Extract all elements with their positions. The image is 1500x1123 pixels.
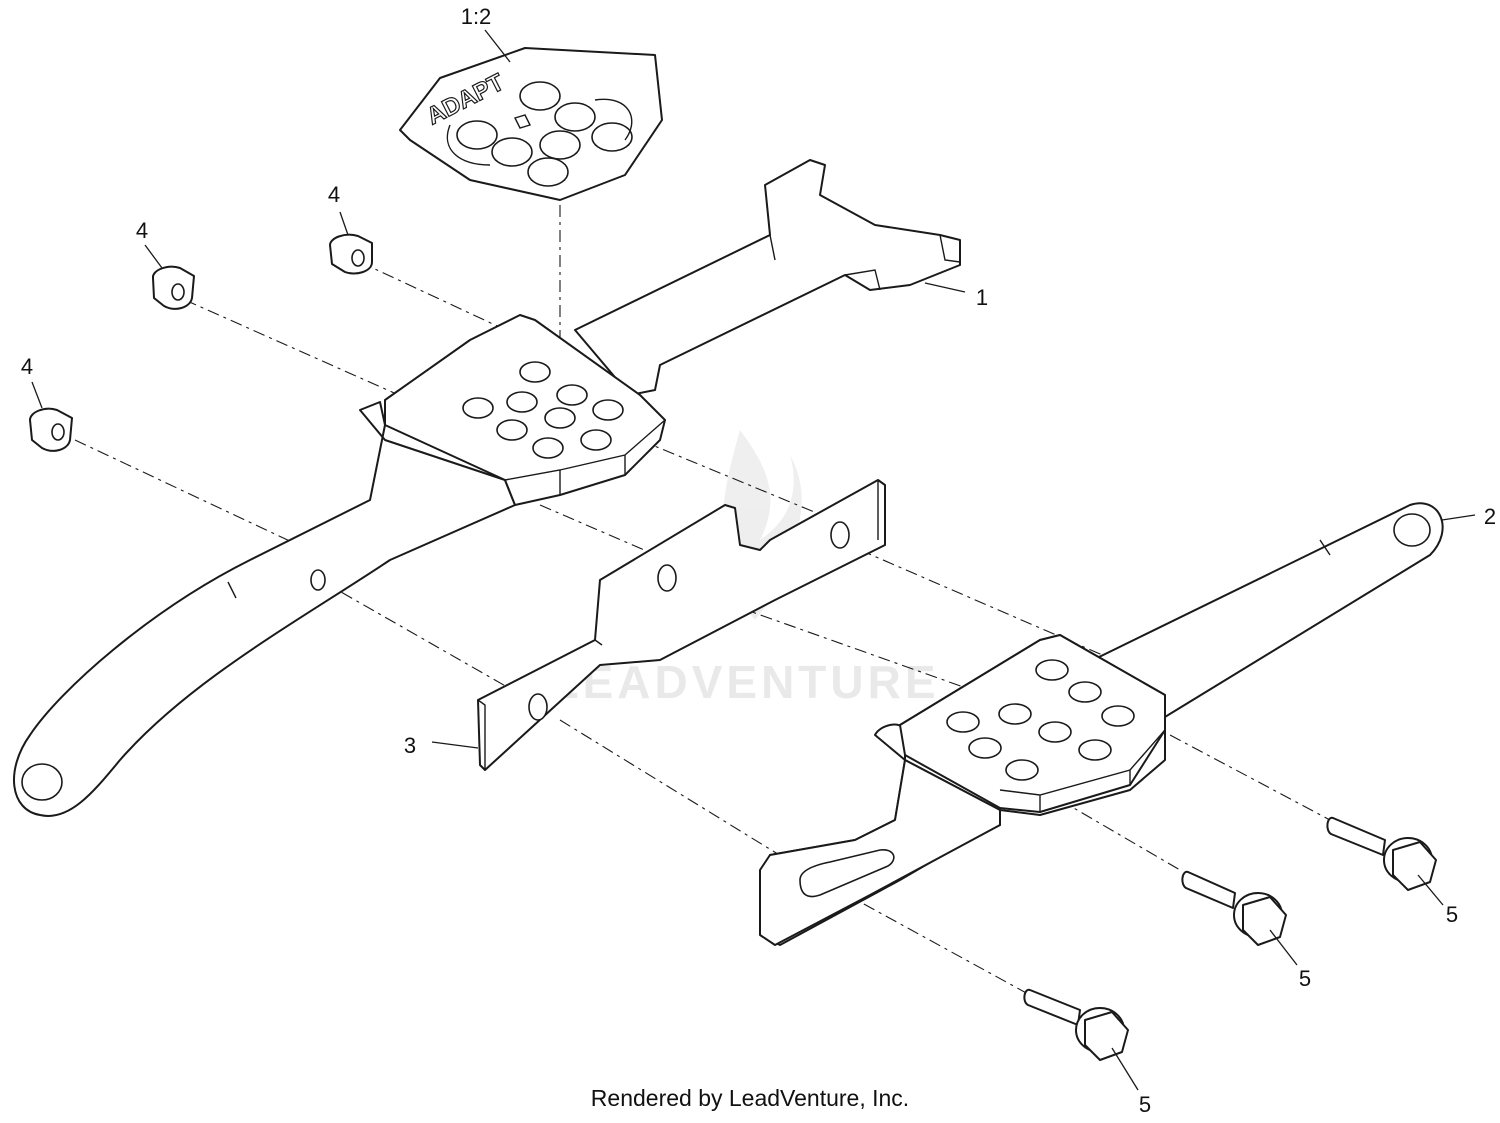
callout-upper-bracket: 1 bbox=[976, 285, 988, 310]
upper-bracket bbox=[13, 159, 961, 817]
bolt-icon bbox=[1326, 816, 1437, 891]
callout-nut: 4 bbox=[21, 354, 33, 379]
callout-bolt: 5 bbox=[1139, 1092, 1151, 1117]
leader-lines bbox=[31, 29, 1476, 1091]
callout-decal: 1:2 bbox=[461, 4, 492, 29]
pad-holes bbox=[462, 361, 624, 459]
callout-bolt: 5 bbox=[1446, 902, 1458, 927]
footer-credit: Rendered by LeadVenture, Inc. bbox=[590, 1085, 910, 1111]
callout-bolt: 5 bbox=[1299, 966, 1311, 991]
nut-icon bbox=[152, 265, 195, 310]
callout-nut: 4 bbox=[328, 182, 340, 207]
decal-icon: ADAPT bbox=[399, 47, 663, 201]
lower-bracket-pad bbox=[759, 634, 1166, 946]
bolt-icon bbox=[1023, 988, 1129, 1061]
lower-pad-holes bbox=[946, 659, 1135, 781]
nut-icon bbox=[29, 407, 73, 452]
callout-nut: 4 bbox=[136, 218, 148, 243]
callout-lower-bracket: 2 bbox=[1484, 504, 1496, 529]
bolt-icon bbox=[1181, 870, 1287, 946]
plate bbox=[477, 479, 886, 771]
nut-icon bbox=[329, 233, 373, 275]
callout-plate: 3 bbox=[404, 733, 416, 758]
